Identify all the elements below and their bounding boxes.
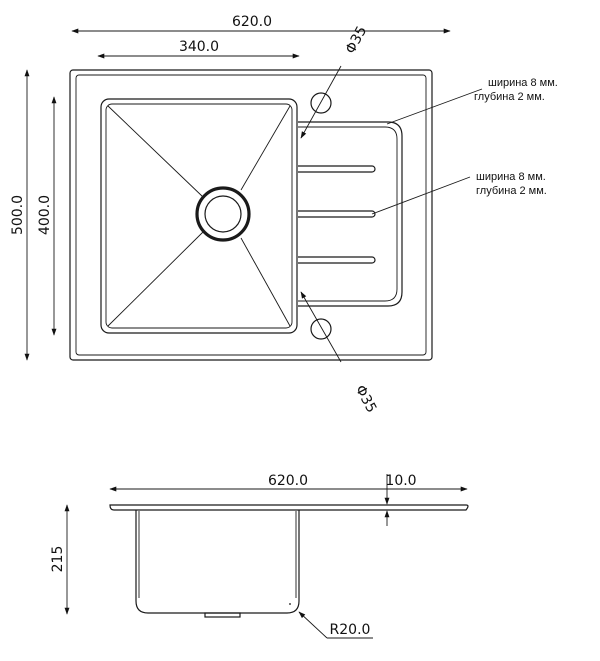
side-view: 620.0 10.0 215 R20.0 xyxy=(50,473,469,639)
radius-leader xyxy=(298,611,328,639)
reference-dot xyxy=(289,603,291,605)
radius-label: R20.0 xyxy=(330,622,371,638)
drainer-outline xyxy=(298,121,403,307)
hole-bottom-label: Φ35 xyxy=(352,383,380,416)
drainer-groove xyxy=(298,210,376,218)
tap-hole-bottom xyxy=(310,318,332,340)
hole-bottom-leader xyxy=(300,291,342,363)
side-width-dimension-label: 620.0 xyxy=(268,473,308,489)
bowl-width-dimension-label: 340.0 xyxy=(179,39,219,55)
depth-dimension-label: 215 xyxy=(50,546,66,573)
top-view: Φ35 Φ35 ширина 8 мм. глубина 2 мм. ширин… xyxy=(10,14,558,416)
tap-hole-top xyxy=(310,92,332,114)
sink-outline xyxy=(69,69,433,361)
thickness-dimension-label: 10.0 xyxy=(385,473,416,489)
drainer-groove xyxy=(298,165,376,173)
bowl-diagonal xyxy=(240,237,291,327)
hole-top-label: Φ35 xyxy=(343,24,371,57)
bowl-body xyxy=(135,510,300,614)
groove-note-leader xyxy=(386,88,483,125)
groove-note-2-line1: ширина 8 мм. xyxy=(476,171,546,183)
drainer-groove xyxy=(298,256,376,264)
bowl-diagonal xyxy=(107,231,204,327)
drain-outer xyxy=(195,186,251,242)
countertop-plate xyxy=(109,504,469,511)
bowl-height-dimension-label: 400.0 xyxy=(37,195,53,235)
sink-outline-inner xyxy=(75,74,427,356)
groove-note-leader xyxy=(371,176,471,215)
width-dimension-label: 620.0 xyxy=(232,14,272,30)
bowl-diagonal xyxy=(107,105,204,198)
groove-note-1-line2: глубина 2 мм. xyxy=(474,91,545,103)
drain-inner xyxy=(204,195,242,233)
height-dimension-label: 500.0 xyxy=(10,195,26,235)
groove-note-1-line1: ширина 8 мм. xyxy=(488,77,558,89)
groove-note-2-line2: глубина 2 мм. xyxy=(476,185,547,197)
drain-outlet xyxy=(204,612,241,618)
bowl-outline xyxy=(100,98,298,334)
drainer-outline-inner xyxy=(298,126,398,302)
bowl-diagonal xyxy=(240,105,291,191)
bowl-inner xyxy=(105,103,293,329)
hole-top-leader xyxy=(300,65,342,139)
